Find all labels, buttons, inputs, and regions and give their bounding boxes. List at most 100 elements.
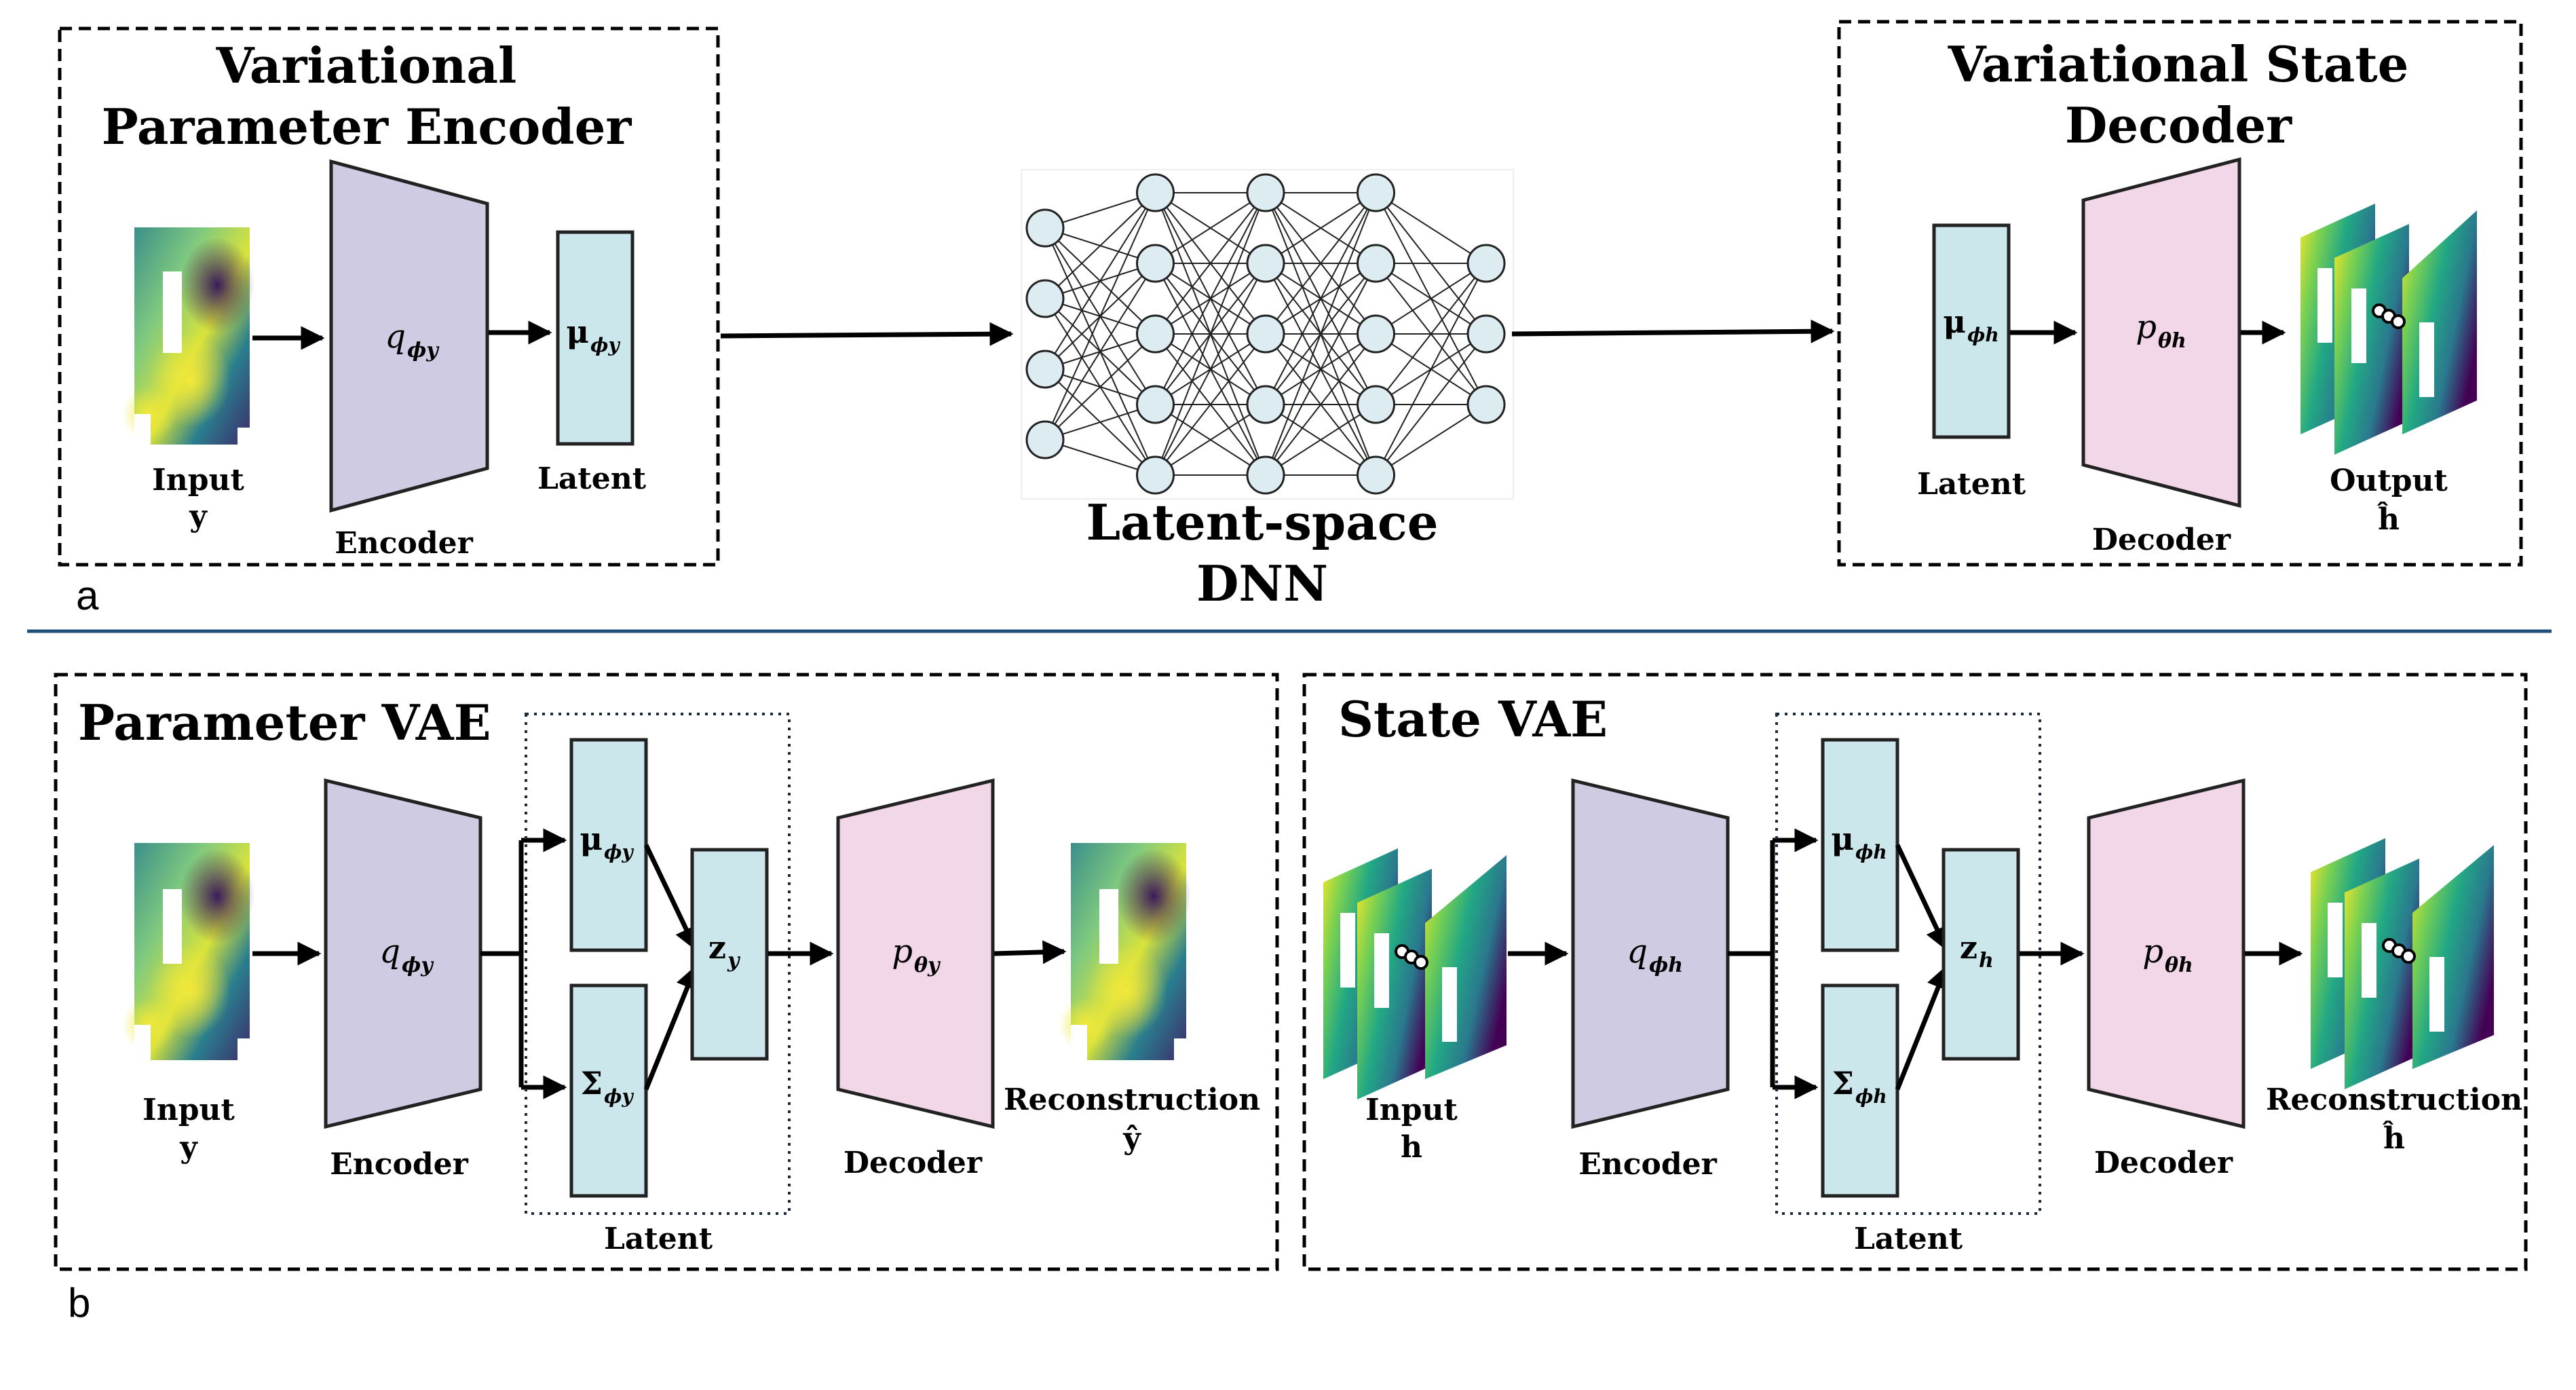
dnn-connection bbox=[1044, 192, 1156, 299]
dnn-node-layer-2 bbox=[1246, 385, 1285, 424]
dnn-node-layer-4 bbox=[1466, 385, 1506, 424]
state-vae-title: State VAE bbox=[1338, 690, 1608, 748]
param-encoder-title-line2: Parameter Encoder bbox=[102, 98, 632, 155]
dnn-connection bbox=[1265, 192, 1377, 405]
state-vae-z-box bbox=[1942, 848, 2020, 1061]
arrow-from-dnn bbox=[1511, 319, 1835, 343]
state-vae-box bbox=[1302, 673, 2528, 1271]
state-vae-encoder bbox=[1571, 778, 1730, 1129]
state-vae-arrow-sigma-z bbox=[1895, 964, 1950, 1091]
output-h-image-stack bbox=[2300, 204, 2477, 455]
encoder-label: Encoder bbox=[335, 526, 473, 561]
dnn-connection bbox=[1375, 263, 1487, 405]
state-vae-decoder-symbol: p bbox=[2142, 933, 2163, 971]
parameter-vae-box bbox=[54, 673, 1279, 1271]
state-vae-arrow-mu-z bbox=[1895, 844, 1949, 952]
dnn-connection bbox=[1375, 404, 1487, 476]
state-vae-sigma-symbol: Σ bbox=[1832, 1065, 1854, 1102]
dnn-connection bbox=[1265, 192, 1377, 335]
dnn-connection bbox=[1265, 192, 1377, 476]
dnn-connection bbox=[1375, 192, 1487, 264]
state-decoder-title-line2: Decoder bbox=[2065, 96, 2292, 154]
latent-mu-subscript: ϕy bbox=[590, 334, 620, 356]
state-vae-input-image-stack bbox=[1323, 848, 1507, 1100]
state-vae-encoder-label: Encoder bbox=[1578, 1147, 1717, 1182]
dnn-node-layer-3 bbox=[1357, 244, 1395, 283]
state-vae-encoder-symbol: q bbox=[1627, 933, 1648, 971]
param-vae-recon-label: Reconstruction bbox=[1004, 1083, 1260, 1117]
param-vae-reconstruction-image bbox=[1059, 843, 1191, 1060]
param-vae-encoder-subscript: ϕy bbox=[402, 954, 434, 977]
dnn-connection bbox=[1154, 263, 1266, 476]
decoder-latent-mu-symbol: μ bbox=[1943, 303, 1966, 340]
param-vae-input-symbol: y bbox=[179, 1130, 198, 1165]
param-vae-encoder-symbol: q bbox=[379, 933, 400, 971]
dnn-node-layer-3 bbox=[1357, 173, 1395, 212]
param-vae-sigma-symbol: Σ bbox=[580, 1065, 603, 1102]
dnn-node-layer-3 bbox=[1357, 455, 1395, 495]
param-vae-input-image bbox=[122, 843, 254, 1060]
param-vae-latent-label: Latent bbox=[604, 1222, 713, 1256]
dnn-connection bbox=[1375, 263, 1487, 335]
state-vae-sigma-subscript: ϕh bbox=[1855, 1085, 1887, 1108]
state-vae-latent-label: Latent bbox=[1854, 1222, 1963, 1256]
input-y-symbol: y bbox=[189, 499, 208, 533]
state-vae-branch-arrows bbox=[1728, 828, 1819, 1100]
dnn-connection bbox=[1265, 333, 1377, 476]
dnn-connection bbox=[1154, 192, 1266, 476]
param-vae-mu-symbol: μ bbox=[580, 821, 603, 857]
dnn-node-layer-2 bbox=[1246, 244, 1285, 283]
param-vae-input-label: Input bbox=[143, 1093, 235, 1127]
state-vae-z-subscript: h bbox=[1979, 949, 1994, 973]
output-symbol: ĥ bbox=[2376, 501, 2400, 537]
state-vae-mu-symbol: μ bbox=[1831, 821, 1854, 857]
state-vae-z-symbol: z bbox=[1960, 929, 1977, 966]
decoder-trapezoid bbox=[2081, 157, 2241, 508]
state-vae-recon-symbol: ĥ bbox=[2382, 1120, 2405, 1156]
dnn-connection bbox=[1265, 192, 1377, 264]
dnn-connection bbox=[1154, 192, 1266, 335]
param-vae-arrow-decoder-recon bbox=[993, 940, 1067, 964]
dnn-node-layer-0 bbox=[1025, 420, 1065, 459]
state-decoder-box bbox=[1837, 20, 2523, 567]
param-encoder-title-line1: Variational bbox=[216, 37, 517, 94]
latent-space-dnn bbox=[1021, 169, 1514, 500]
decoder-latent-mu-box bbox=[1932, 223, 2011, 439]
state-decoder-title-line1: Variational State bbox=[1948, 35, 2409, 93]
param-vae-branch-arrows bbox=[480, 828, 567, 1100]
dnn-node-layer-1 bbox=[1136, 314, 1175, 354]
param-vae-decoder bbox=[836, 778, 995, 1129]
decoder-label: Decoder bbox=[2092, 523, 2231, 557]
state-vae-input-label: Input bbox=[1365, 1093, 1458, 1127]
param-vae-arrow-mu-z bbox=[643, 844, 698, 952]
dnn-connection bbox=[1375, 263, 1487, 476]
dnn-connection bbox=[1044, 192, 1156, 370]
state-vae-decoder-label: Decoder bbox=[2094, 1146, 2233, 1180]
panel-a-label: a bbox=[76, 573, 99, 618]
decoder-latent-mu-subscript: ϕh bbox=[1967, 324, 1999, 346]
dnn-label-line2: DNN bbox=[1196, 555, 1328, 612]
param-vae-encoder-label: Encoder bbox=[330, 1147, 468, 1182]
latent-mu-symbol: μ bbox=[566, 314, 589, 350]
dnn-node-layer-2 bbox=[1246, 314, 1285, 354]
dnn-node-layer-3 bbox=[1357, 314, 1395, 354]
state-vae-recon-label: Reconstruction bbox=[2266, 1083, 2522, 1117]
param-vae-decoder-symbol: p bbox=[892, 933, 913, 971]
output-label: Output bbox=[2330, 464, 2448, 498]
state-vae-latent-region bbox=[1775, 713, 2041, 1215]
state-vae-decoder-subscript: θh bbox=[2165, 954, 2193, 977]
state-vae-encoder-subscript: ϕh bbox=[1649, 954, 1683, 977]
dnn-node-layer-2 bbox=[1246, 455, 1285, 495]
dnn-label-line1: Latent-space bbox=[1086, 493, 1438, 551]
dnn-connection bbox=[1044, 192, 1156, 440]
param-vae-decoder-label: Decoder bbox=[844, 1146, 983, 1180]
decoder-symbol: p bbox=[2136, 308, 2157, 346]
dnn-connection bbox=[1044, 333, 1156, 440]
state-vae-sigma-box bbox=[1821, 983, 1899, 1198]
latent-label: Latent bbox=[537, 462, 647, 496]
dnn-connection bbox=[1375, 333, 1487, 476]
dnn-connection bbox=[1154, 404, 1266, 476]
dnn-connection bbox=[1154, 192, 1266, 264]
state-vae-decoder bbox=[2087, 778, 2246, 1129]
